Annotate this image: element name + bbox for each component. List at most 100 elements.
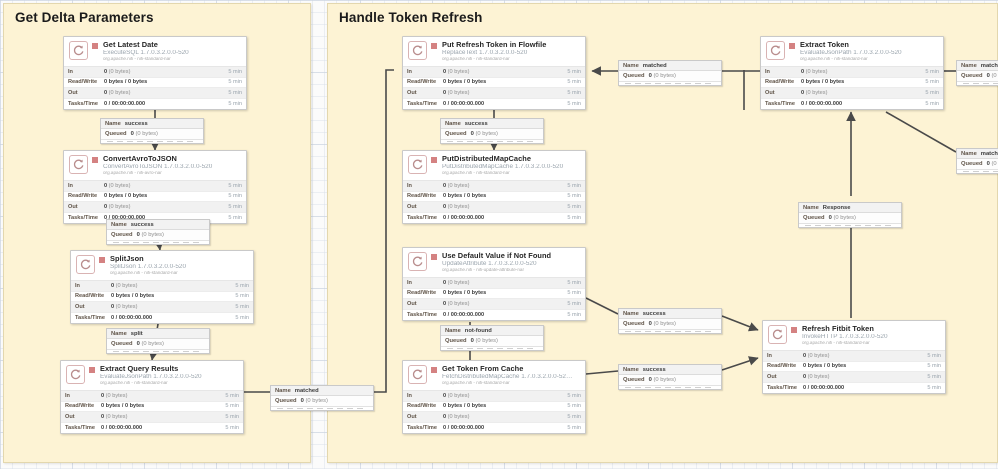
stopped-status-icon[interactable]	[431, 43, 437, 49]
connection-footer	[619, 81, 721, 85]
processor-type: PutDistributedMapCache 1.7.0.3.2.0.0-520	[442, 163, 564, 170]
connection-queued-size: (0 bytes)	[831, 215, 856, 221]
processor-stat-suffix: (0 bytes)	[107, 89, 131, 96]
stopped-status-icon[interactable]	[789, 43, 795, 49]
connection-queued-size: (0 bytes)	[473, 131, 498, 137]
processor-stat-label: In	[407, 182, 412, 189]
processor-stat-value: 0 (0 bytes)	[443, 392, 470, 399]
connection-queued-value: 0 (0 bytes)	[300, 398, 328, 404]
processor-stat-value: 0 bytes / 0 bytes	[443, 79, 487, 86]
processor-bundle: org.apache.nifi - nifi-standard-nar	[100, 381, 168, 386]
processor-stat-label: Out	[68, 89, 78, 96]
connection-queued-size: (0 bytes)	[473, 338, 498, 344]
processor-stat-suffix: (0 bytes)	[107, 182, 131, 189]
connection-footer	[441, 139, 543, 143]
stopped-status-icon[interactable]	[89, 367, 95, 373]
processor-bundle: org.apache.nifi - nifi-standard-nar	[442, 171, 510, 176]
processor-type: SplitJson 1.7.0.3.2.0.0-520	[110, 263, 187, 270]
connection-footer	[619, 329, 721, 333]
processor-stat-time: 5 min	[567, 79, 581, 86]
processor-type: EvaluateJsonPath 1.7.0.3.2.0.0-520	[800, 49, 902, 56]
stopped-status-icon[interactable]	[431, 367, 437, 373]
processor-stat-suffix: (0 bytes)	[804, 68, 828, 75]
processor-name: Use Default Value if Not Found	[442, 252, 552, 260]
stopped-status-icon[interactable]	[92, 43, 98, 49]
processor-stat-time: 5 min	[927, 352, 941, 359]
processor-stat-value: 0 (0 bytes)	[111, 282, 138, 289]
processor-name: Put Refresh Token in Flowfile	[442, 41, 547, 49]
processor-refresh-icon	[408, 365, 427, 384]
stopped-status-icon[interactable]	[431, 157, 437, 163]
stopped-status-icon[interactable]	[99, 257, 105, 263]
processor-stat-label: Read/Write	[407, 403, 437, 410]
processor-stat-value: 0 bytes / 0 bytes	[803, 363, 847, 370]
processor-stat-value: 0 (0 bytes)	[443, 203, 470, 210]
processor-stat-time: 5 min	[567, 193, 581, 200]
connection-name-value: matched	[294, 387, 319, 394]
processor-stat-time: 5 min	[567, 392, 581, 399]
processor-stat-time: 5 min	[228, 79, 242, 86]
stopped-status-icon[interactable]	[431, 254, 437, 260]
connection-queued-size: (0 bytes)	[303, 398, 328, 404]
processor-bundle: org.apache.nifi - nifi-standard-nar	[103, 57, 171, 62]
processor-stat-value: 0 bytes / 0 bytes	[111, 293, 155, 300]
processor-stat-time: 5 min	[567, 290, 581, 297]
processor-stat-label: In	[765, 68, 770, 75]
connection-name-key: Name	[961, 150, 977, 157]
processor-stat-label: Read/Write	[407, 290, 437, 297]
processor-stat-label: Read/Write	[765, 79, 795, 86]
processor-type: FetchDistributedMapCache 1.7.0.3.2.0.0-5…	[442, 373, 573, 380]
connection-queued-key: Queued	[961, 73, 983, 79]
connection-queued-value: 0 (0 bytes)	[987, 73, 998, 79]
processor-stat-time: 5 min	[925, 79, 939, 86]
processor-bundle: org.apache.nifi - nifi-avro-nar	[103, 171, 162, 176]
processor-name: ConvertAvroToJSON	[103, 155, 177, 163]
processor-stat-label: In	[407, 392, 412, 399]
processor-refresh-icon	[768, 325, 787, 344]
processor-stat-time: 5 min	[567, 100, 581, 107]
processor-stat-value: 0 / 00:00:00.000	[443, 311, 485, 318]
stopped-status-icon[interactable]	[92, 157, 98, 163]
processor-refresh-icon	[66, 365, 85, 384]
processor-name: Get Token From Cache	[442, 365, 524, 373]
stopped-status-icon[interactable]	[791, 327, 797, 333]
connection-name-key: Name	[445, 120, 461, 127]
connection-queued-key: Queued	[961, 161, 983, 167]
processor-type: InvokeHTTP 1.7.0.3.2.0.0-520	[802, 333, 888, 340]
processor-stat-label: Tasks/Time	[407, 424, 437, 431]
